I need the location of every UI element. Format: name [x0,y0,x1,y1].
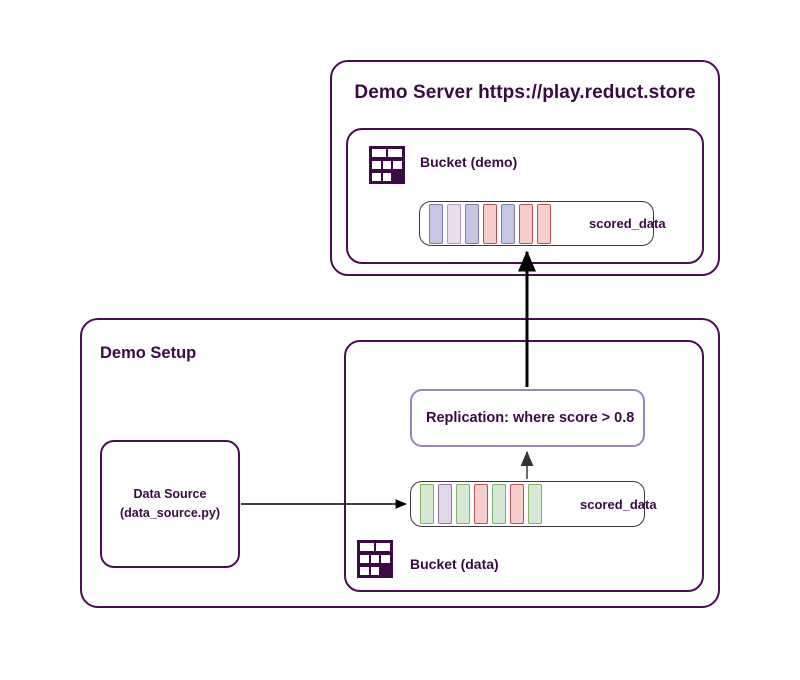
data-scored-data-entry: scored_data [410,481,657,527]
shelf-row-top [372,149,402,157]
shelf-row-bottom [360,567,391,575]
bucket-demo-label: Bucket (demo) [420,154,518,170]
record-block [483,203,497,244]
shelf-cell [372,161,381,169]
shelf-row-middle [360,555,391,563]
record-block [492,484,506,524]
record-block [510,484,524,524]
shelf-cell-empty [393,173,403,181]
shelf-row-middle [372,161,403,169]
record-block [438,484,452,524]
demo-setup-title: Demo Setup [100,344,197,362]
shelf-cell [360,555,369,563]
demo-scored-data-label: scored_data [589,216,666,231]
shelf-cell [388,149,402,157]
record-block [474,484,488,524]
data-source-file: (data_source.py) [119,506,221,520]
shelf-row-bottom [372,173,403,181]
shelf-cell [382,173,392,181]
bucket-data-box [344,340,704,592]
shelf-cell [381,555,391,563]
demo-record-blocks [429,203,551,244]
bucket-shelf-icon [357,540,393,578]
shelf-cell [360,543,374,551]
shelf-cell [376,543,390,551]
shelf-cell [372,149,386,157]
data-record-blocks [420,484,542,524]
shelf-cell [382,161,392,169]
shelf-cell [360,567,369,575]
shelf-cell [393,161,403,169]
replication-box[interactable]: Replication: where score > 0.8 [410,389,645,447]
shelf-cell [372,173,381,181]
data-source-box[interactable]: Data Source (data_source.py) [100,440,240,568]
data-scored-data-label: scored_data [580,496,657,512]
shelf-cell [370,555,380,563]
bucket-shelf-icon [369,146,405,184]
record-block [456,484,470,524]
demo-scored-data-entry: scored_data [419,201,666,246]
record-block [519,203,533,244]
demo-server-title: Demo Server https://play.reduct.store [354,82,696,103]
data-source-text: Data Source (data_source.py) [120,485,220,523]
shelf-cell [370,567,380,575]
record-block [528,484,542,524]
record-block [429,203,443,244]
shelf-cell-empty [381,567,391,575]
shelf-row-top [360,543,390,551]
record-block [501,203,515,244]
bucket-data-label: Bucket (data) [410,556,499,572]
record-block [537,203,551,244]
replication-label: Replication: where score > 0.8 [426,410,635,426]
record-block [420,484,434,524]
record-block [447,203,461,244]
record-block [465,203,479,244]
data-source-title: Data Source [133,487,207,502]
